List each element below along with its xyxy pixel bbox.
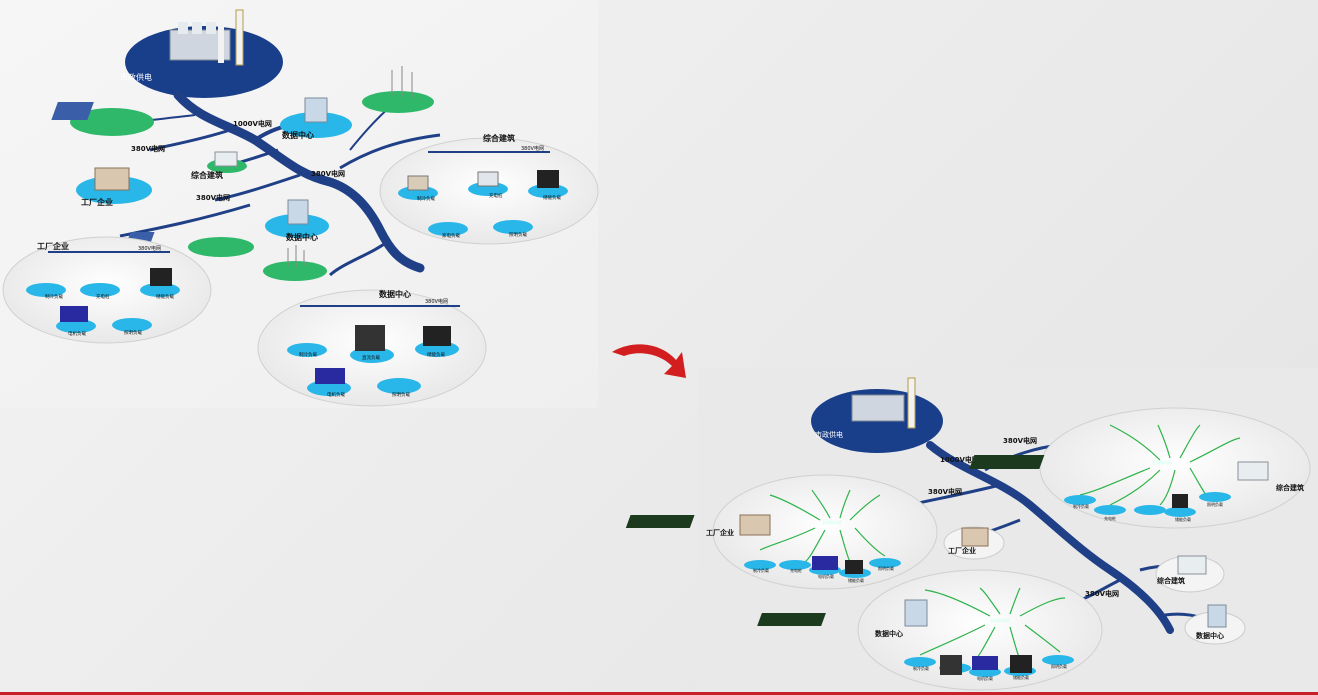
right-label-380-c: 380V电网: [1085, 589, 1119, 598]
right-switch-label-2: 直流微电网: [822, 519, 842, 525]
lbl-light-a: 照明负载: [124, 329, 142, 336]
label-building-a: 综合建筑: [191, 170, 223, 180]
right-label-380-a: 380V电网: [1003, 436, 1037, 445]
right-label-datacenter-bottom: 数据中心: [875, 629, 903, 638]
label-building-b: 综合建筑: [483, 133, 515, 143]
right-dc-small-icon: [1207, 604, 1227, 628]
lbl-motor-c: 电机负载: [327, 391, 345, 398]
branch-380-left: [149, 128, 231, 152]
right-label-datacenter-right: 数据中心: [1196, 631, 1224, 640]
label-380-b: 380V电网: [311, 169, 345, 178]
label-380-f: 380V电网: [425, 298, 448, 305]
right-lbl-cooling-1: 制冷负载: [1073, 503, 1089, 509]
dc-building-icon: [304, 97, 328, 123]
solar-island: [70, 108, 154, 136]
label-380-c: 380V电网: [196, 193, 230, 202]
right-lbl-storage-2: 储能负载: [848, 577, 864, 583]
dc-island-top: [280, 112, 352, 138]
factory-cluster-loads: [26, 268, 180, 333]
right-lbl-charge-2: 充电桩: [790, 567, 802, 573]
right-lbl-charge-1: 充电桩: [1104, 515, 1116, 521]
municipal-supply-label: 市政供电: [120, 72, 152, 82]
right-lbl-light-1: 照明负载: [1207, 501, 1223, 507]
right-label-factory-left: 工厂企业: [706, 528, 734, 537]
right-lbl-motor-2: 电机负载: [818, 573, 834, 579]
lbl-light-b: 照明负载: [509, 231, 527, 238]
branch-to-building: [339, 133, 441, 170]
label-380-d: 380V电网: [521, 145, 544, 152]
right-building-icons: [1064, 461, 1269, 517]
right-lbl-cooling-3: 制冷负载: [913, 665, 929, 671]
label-1000v: 1000V电网: [233, 119, 272, 128]
right-label-380-b: 380V电网: [928, 487, 962, 496]
wind-turbine-mid: [287, 245, 305, 268]
power-plant-icon: [169, 9, 244, 66]
right-lbl-storage-3: 储能负载: [1013, 674, 1029, 680]
solar-panels-icon: [51, 102, 94, 120]
wind-island-mid: [263, 261, 327, 281]
right-lbl-storage-1: 储能负载: [1175, 516, 1191, 522]
lbl-home-b: 家电负载: [442, 232, 460, 239]
label-factory-a: 工厂企业: [81, 197, 113, 207]
lbl-charge-a: 充电桩: [96, 293, 110, 300]
right-label-factory-mid: 工厂企业: [948, 546, 976, 555]
right-building-dc-lines: [1079, 424, 1241, 506]
branch-380-b: [214, 173, 301, 202]
dc-island-mid: [265, 214, 329, 238]
lbl-cooling-c: 制冷负载: [299, 351, 317, 358]
right-factory-icons: [739, 514, 901, 578]
right-switch-label-1: 直流微电网: [1152, 459, 1172, 465]
right-label-1000v: 1000V电网: [940, 455, 979, 464]
lbl-storage-b: 储能负载: [543, 194, 561, 201]
right-switch-label-3: 直流微电网: [990, 617, 1010, 623]
label-380-a: 380V电网: [131, 144, 165, 153]
right-lbl-light-2: 照明负载: [878, 565, 894, 571]
label-datacenter-a: 数据中心: [282, 130, 314, 140]
right-lbl-motor-3: 电机负载: [977, 675, 993, 681]
solar-island-mid: [188, 237, 254, 257]
right-switch-3: [757, 613, 826, 626]
building-cluster-loads: [398, 170, 568, 236]
bottom-accent-line: [0, 692, 1318, 695]
branch-to-dc: [329, 238, 391, 277]
wind-turbine-icon: [391, 66, 413, 98]
label-datacenter-c: 数据中心: [379, 289, 411, 299]
wind-island: [362, 91, 434, 113]
factory-icon-top: [94, 167, 130, 191]
right-dc-icons: [904, 599, 1074, 677]
right-lbl-cooling-2: 制冷负载: [753, 567, 769, 573]
main-grid-river: [173, 90, 425, 273]
label-datacenter-b: 数据中心: [286, 232, 318, 242]
building-icon-mid: [214, 151, 238, 167]
right-power-plant-icon: [851, 377, 916, 429]
transition-arrow: [612, 344, 686, 378]
datacenter-cluster-loads: [287, 325, 459, 396]
lbl-charge-b: 充电桩: [489, 192, 503, 199]
right-switch-1: [969, 455, 1045, 469]
right-building-small-icon: [1177, 555, 1207, 575]
dc-building-icon-mid: [287, 199, 309, 225]
right-factory-small-icon: [961, 527, 989, 547]
lbl-light-c: 照明负载: [392, 391, 410, 398]
right-label-building: 综合建筑: [1276, 483, 1304, 492]
right-municipal-label: 市政供电: [815, 430, 843, 439]
right-lbl-light-3: 照明负载: [1051, 663, 1067, 669]
label-factory-b: 工厂企业: [37, 241, 69, 251]
label-380-e: 380V电网: [138, 245, 161, 252]
lbl-cooling-b: 制冷负载: [417, 195, 435, 202]
lbl-cooling-a: 制冷负载: [45, 293, 63, 300]
lbl-storage-a: 储能负载: [156, 293, 174, 300]
lbl-dc-c: 直流负载: [362, 354, 380, 361]
right-building-cluster: [1039, 407, 1311, 529]
right-label-building-mid: 综合建筑: [1157, 576, 1185, 585]
right-main-river: [926, 441, 1174, 634]
right-factory-dc-lines: [759, 489, 886, 563]
lbl-motor-a: 电机负载: [68, 330, 86, 337]
right-switch-2: [625, 515, 695, 528]
lbl-storage-c: 储能负载: [427, 351, 445, 358]
